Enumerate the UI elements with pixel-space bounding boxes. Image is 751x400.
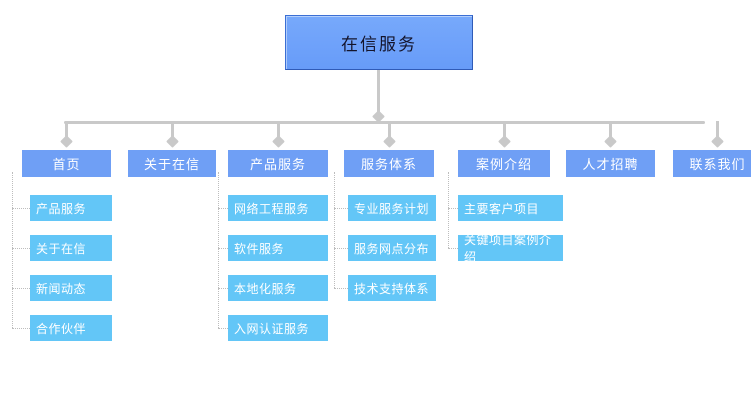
level3-node-1-4[interactable]: 合作伙伴 [30, 315, 112, 341]
level3-dotted-spine [334, 172, 335, 288]
level3-dotted-spine [12, 172, 13, 328]
level3-node-label: 服务网点分布 [354, 241, 430, 256]
level3-dotted-branch [334, 288, 348, 289]
root-node-label: 在信服务 [341, 35, 417, 54]
level2-node-label: 案例介绍 [475, 157, 532, 172]
level2-drop-line [609, 121, 612, 140]
level3-dotted-branch [12, 248, 30, 249]
level3-dotted-branch [218, 248, 228, 249]
level2-node-2[interactable]: 关于在信 [128, 150, 216, 177]
level3-node-3-1[interactable]: 网络工程服务 [228, 195, 328, 221]
level3-node-5-1[interactable]: 主要客户项目 [458, 195, 563, 221]
level3-node-3-4[interactable]: 入网认证服务 [228, 315, 328, 341]
level2-drop-line [170, 121, 174, 140]
level2-node-7[interactable]: 联系我们 [673, 150, 751, 177]
level2-node-5[interactable]: 案例介绍 [458, 150, 550, 177]
level2-node-1[interactable]: 首页 [22, 150, 111, 177]
level2-node-3[interactable]: 产品服务 [228, 150, 328, 177]
level3-node-label: 新闻动态 [36, 281, 87, 296]
level3-dotted-branch [218, 328, 228, 329]
level3-node-label: 专业服务计划 [354, 201, 430, 216]
level3-dotted-branch [12, 288, 30, 289]
level2-node-label: 关于在信 [143, 157, 200, 172]
level2-connector-diamond [165, 135, 179, 148]
level3-node-3-3[interactable]: 本地化服务 [228, 275, 328, 301]
level3-dotted-branch [218, 288, 228, 289]
root-stem-line [377, 70, 380, 122]
level2-connector-diamond [382, 135, 396, 148]
level3-dotted-branch [334, 208, 348, 209]
level3-node-label: 网络工程服务 [234, 201, 310, 216]
level2-bus-line [64, 121, 705, 124]
level3-node-4-1[interactable]: 专业服务计划 [348, 195, 436, 221]
level2-connector-diamond [60, 135, 73, 148]
level2-node-label: 联系我们 [689, 157, 746, 172]
level2-node-6[interactable]: 人才招聘 [566, 150, 655, 177]
level3-node-1-2[interactable]: 关于在信 [30, 235, 112, 261]
level2-drop-line [65, 121, 68, 140]
root-node[interactable]: 在信服务 [285, 15, 473, 70]
level2-drop-line [716, 121, 719, 140]
level3-node-5-2[interactable]: 关键项目案例介绍 [458, 233, 563, 264]
level3-dotted-branch [448, 248, 458, 249]
level2-connector-diamond [271, 135, 285, 148]
level2-connector-diamond [711, 135, 724, 148]
level3-node-4-3[interactable]: 技术支持体系 [348, 275, 436, 301]
level3-node-label: 主要客户项目 [464, 201, 540, 216]
level2-node-label: 服务体系 [360, 157, 417, 172]
level2-drop-line [502, 121, 506, 140]
level3-dotted-branch [218, 208, 228, 209]
level3-node-3-2[interactable]: 软件服务 [228, 235, 328, 261]
level3-node-1-1[interactable]: 产品服务 [30, 195, 112, 221]
level3-dotted-branch [12, 208, 30, 209]
level2-connector-diamond [497, 135, 511, 148]
level3-node-1-3[interactable]: 新闻动态 [30, 275, 112, 301]
level3-dotted-branch [334, 248, 348, 249]
level3-node-label: 合作伙伴 [36, 321, 87, 336]
level3-dotted-branch [448, 208, 458, 209]
level2-node-label: 产品服务 [249, 157, 306, 172]
level3-node-4-2[interactable]: 服务网点分布 [348, 235, 436, 261]
level3-node-label: 产品服务 [36, 201, 87, 216]
level3-dotted-branch [12, 328, 30, 329]
level3-node-label: 关于在信 [36, 241, 87, 256]
level2-connector-diamond [604, 135, 617, 148]
level2-node-label: 人才招聘 [582, 157, 639, 172]
level2-drop-line [387, 121, 391, 140]
level3-node-label: 本地化服务 [234, 281, 297, 296]
level2-node-label: 首页 [52, 157, 81, 172]
level3-node-label: 关键项目案例介绍 [464, 233, 552, 264]
level2-node-4[interactable]: 服务体系 [344, 150, 434, 177]
level2-drop-line [276, 121, 280, 140]
level3-dotted-spine [448, 172, 449, 248]
level3-node-label: 技术支持体系 [354, 281, 430, 296]
level3-node-label: 软件服务 [234, 241, 285, 256]
level3-node-label: 入网认证服务 [234, 321, 310, 336]
level3-dotted-spine [218, 172, 219, 328]
